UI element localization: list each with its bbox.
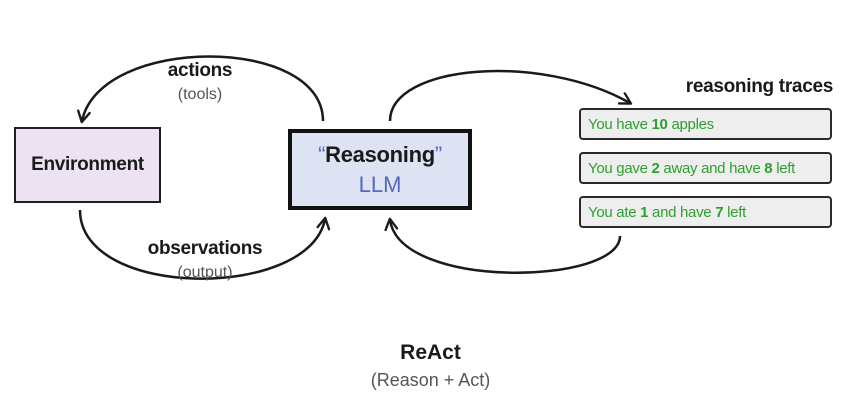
reasoning-traces-title: reasoning traces bbox=[685, 76, 834, 97]
trace-text: left bbox=[772, 159, 796, 177]
trace-number: 10 bbox=[651, 115, 668, 133]
open-quote: “ bbox=[318, 142, 326, 167]
trace-text: You ate bbox=[588, 203, 641, 221]
observations-arrow bbox=[78, 209, 331, 280]
footer-title: ReAct bbox=[400, 341, 461, 364]
llm-label: LLM bbox=[358, 172, 402, 197]
trace-text: You have bbox=[588, 115, 652, 133]
trace-number: 2 bbox=[651, 159, 660, 177]
llm-box: “Reasoning” LLM bbox=[288, 129, 472, 210]
trace-item: You ate 1 and have 7 left bbox=[579, 196, 832, 228]
environment-box: Environment bbox=[14, 127, 161, 203]
trace-item: You have 10 apples bbox=[579, 108, 832, 140]
actions-sublabel: (tools) bbox=[177, 86, 223, 103]
reasoning-label: Reasoning bbox=[325, 142, 435, 167]
reasoning-out-arrow bbox=[388, 69, 633, 122]
trace-text: left bbox=[723, 203, 746, 221]
trace-number: 1 bbox=[640, 203, 649, 221]
reasoning-return-arrow bbox=[384, 217, 622, 274]
trace-number: 8 bbox=[764, 159, 773, 177]
trace-text: away and have bbox=[659, 159, 765, 177]
observations-label: observations bbox=[147, 238, 263, 259]
close-quote: ” bbox=[434, 142, 442, 167]
llm-title: “Reasoning” bbox=[292, 142, 468, 168]
trace-text: apples bbox=[667, 115, 714, 133]
trace-item: You gave 2 away and have 8 left bbox=[579, 152, 832, 184]
trace-number: 7 bbox=[715, 203, 724, 221]
actions-label: actions bbox=[167, 60, 233, 81]
footer-subtitle: (Reason + Act) bbox=[370, 370, 491, 390]
environment-label: Environment bbox=[31, 154, 144, 175]
actions-arrow bbox=[77, 55, 325, 124]
trace-text: and have bbox=[648, 203, 716, 221]
observations-sublabel: (output) bbox=[177, 264, 233, 281]
trace-text: You gave bbox=[588, 159, 652, 177]
